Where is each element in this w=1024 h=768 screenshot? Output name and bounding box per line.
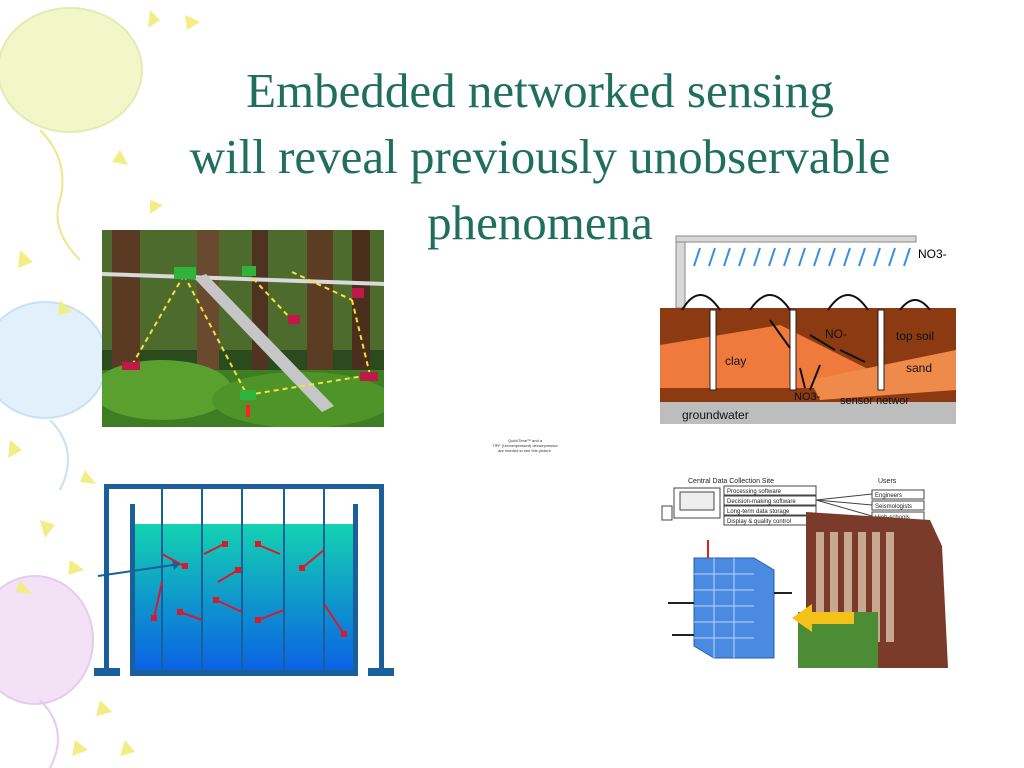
irrigation-pole bbox=[675, 237, 686, 309]
nitrate-label-bottom: NO3- bbox=[794, 391, 821, 403]
building-windows bbox=[816, 532, 894, 642]
title-line-3: phenomena bbox=[427, 195, 653, 250]
top-soil-label: top soil bbox=[896, 329, 934, 343]
sensor-node bbox=[352, 288, 364, 298]
balloon-blue-icon bbox=[0, 301, 108, 491]
yellow-arrow-icon bbox=[792, 604, 854, 632]
groundwater-label: groundwater bbox=[682, 408, 749, 422]
building-diagram: Central Data Collection Site Users Proce… bbox=[658, 474, 950, 668]
water-tank bbox=[94, 484, 394, 676]
sensor-probe bbox=[789, 309, 797, 391]
clay-label: clay bbox=[725, 354, 746, 368]
flow-arrows bbox=[769, 319, 866, 391]
sensor-strings bbox=[161, 487, 325, 670]
plant-roots bbox=[681, 294, 931, 311]
missing-image-placeholder: QuickTime™ and a TIFF (Uncompressed) dec… bbox=[470, 438, 580, 453]
wireless-links bbox=[131, 271, 371, 396]
water-body bbox=[134, 524, 354, 674]
user-item: Engineers bbox=[875, 493, 902, 499]
title-line-1: Embedded networked sensing bbox=[246, 63, 834, 118]
building-grid bbox=[694, 558, 754, 658]
support-pole bbox=[194, 274, 334, 412]
central-item: Processing software bbox=[727, 489, 782, 495]
central-item: Long-term data storage bbox=[727, 509, 790, 515]
placeholder-line: are needed to see this picture. bbox=[498, 448, 552, 453]
forest-scene bbox=[102, 230, 384, 427]
sensor-probe bbox=[709, 309, 717, 391]
sensor-node bbox=[240, 390, 256, 400]
sensor-node bbox=[242, 266, 256, 276]
user-item: Seismologists bbox=[875, 504, 912, 510]
groundwater-layer bbox=[660, 402, 956, 424]
tree-trunk bbox=[197, 230, 219, 400]
central-item: Decision-making software bbox=[727, 499, 796, 505]
sand-label: sand bbox=[906, 361, 932, 375]
sensor-node bbox=[174, 267, 196, 279]
pointer-arrow bbox=[97, 563, 181, 577]
building-monitoring-diagram: Central Data Collection Site Users Proce… bbox=[658, 474, 950, 668]
connector-lines bbox=[815, 493, 873, 517]
balloon-yellow-icon bbox=[0, 7, 143, 261]
placeholder-line: TIFF (Uncompressed) decompressor bbox=[492, 443, 558, 448]
slide-title: Embedded networked sensing will reveal p… bbox=[100, 58, 980, 256]
sensor-tethers bbox=[153, 543, 345, 635]
central-site-title: Central Data Collection Site bbox=[688, 478, 774, 485]
sensor-node bbox=[122, 362, 140, 370]
title-line-2: will reveal previously unobservable bbox=[189, 129, 891, 184]
tank-frame bbox=[94, 484, 394, 676]
sensor-node bbox=[360, 372, 378, 381]
placeholder-line: QuickTime™ and a bbox=[507, 438, 543, 443]
support-cable bbox=[102, 272, 384, 286]
irrigation-pipe bbox=[675, 235, 917, 243]
tree-trunk bbox=[352, 230, 370, 400]
confetti-icon bbox=[8, 10, 200, 756]
users-title: Users bbox=[878, 478, 897, 485]
nitrate-label-mid: NO- bbox=[825, 327, 847, 341]
sensor-node bbox=[288, 315, 300, 324]
central-item: Display & quality control bbox=[727, 519, 791, 525]
floating-sensors bbox=[151, 541, 347, 637]
sensor-cables bbox=[668, 592, 792, 636]
central-items bbox=[723, 485, 817, 526]
irrigation-spray bbox=[693, 247, 911, 267]
balloon-purple-icon bbox=[0, 575, 94, 768]
nitrate-label-top: NO3- bbox=[918, 247, 947, 261]
soil-sensor-diagram: NO3- clay NO- top soil sand NO3- sensor … bbox=[660, 230, 956, 424]
water-tank-diagram bbox=[92, 482, 396, 682]
sensor-probe bbox=[877, 309, 885, 391]
sensor-network-label: sensor networ bbox=[840, 395, 909, 407]
soil-diagram: NO3- clay NO- top soil sand NO3- sensor … bbox=[660, 230, 956, 424]
forest-sensor-image bbox=[102, 230, 384, 427]
